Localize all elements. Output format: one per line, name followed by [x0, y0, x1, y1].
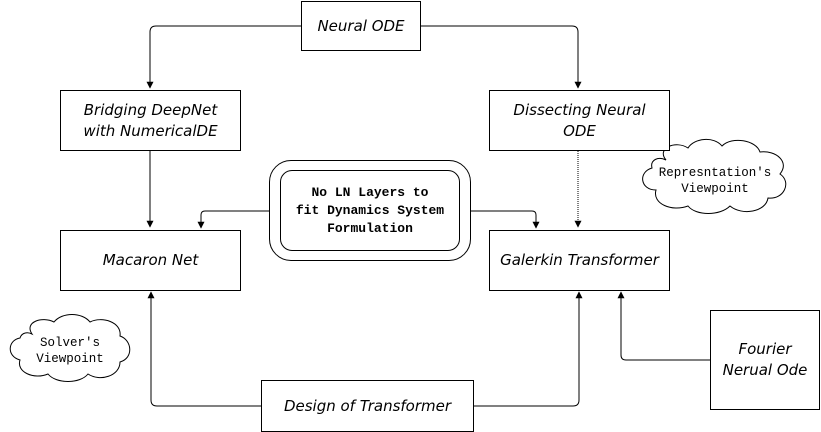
edge-no-ln-to-galerkin: [471, 210, 540, 229]
node-design-of-transformer: Design of Transformer: [261, 380, 474, 432]
edge-fourier-to-galerkin: [617, 291, 710, 361]
node-design-label: Design of Transformer: [283, 396, 452, 415]
node-neural-ode: Neural ODE: [301, 1, 421, 51]
node-bridging-label-line2: with NumericalDE: [83, 121, 218, 140]
node-galerkin-transformer: Galerkin Transformer: [489, 230, 670, 291]
edge-design-to-galerkin: [474, 291, 583, 407]
edge-neural-ode-to-dissecting: [421, 25, 582, 89]
node-no-ln-label-line1: No LN Layers to: [311, 184, 429, 200]
node-dissecting-label-line1: Dissecting Neural: [513, 100, 646, 119]
node-dissecting-neural-ode: Dissecting Neural ODE: [489, 90, 670, 151]
node-macaron-net: Macaron Net: [60, 230, 241, 291]
node-dissecting-label-line2: ODE: [563, 121, 596, 140]
edge-design-to-macaron: [147, 291, 261, 407]
cloud-solver-line1: Solver's: [39, 336, 100, 350]
node-galerkin-label: Galerkin Transformer: [500, 251, 659, 269]
cloud-representation-line1: Represntation's: [658, 166, 772, 180]
node-macaron-label: Macaron Net: [102, 251, 199, 269]
node-bridging-deepnet: Bridging DeepNet with NumericalDE: [60, 90, 241, 151]
cloud-solver-viewpoint: Solver's Viewpoint: [10, 335, 130, 367]
cloud-solver-line2: Viewpoint: [36, 352, 104, 366]
node-fourier-label-line2: Nerual Ode: [722, 361, 808, 379]
edge-no-ln-to-macaron: [197, 210, 269, 229]
cloud-representation-line2: Viewpoint: [681, 182, 749, 196]
edge-neural-ode-to-bridging: [146, 25, 301, 89]
cloud-representation-shape: [642, 139, 787, 214]
cloud-representation-viewpoint: Represntation's Viewpoint: [640, 165, 790, 197]
node-no-ln-label-line2: fit Dynamics System: [295, 202, 445, 218]
node-neural-ode-label: Neural ODE: [317, 16, 405, 35]
node-fourier-label-line1: Fourier: [738, 340, 792, 358]
node-bridging-label-line1: Bridging DeepNet: [83, 100, 218, 119]
node-fourier-nerual-ode: Fourier Nerual Ode: [710, 310, 820, 410]
node-no-ln-layers: No LN Layers to fit Dynamics System Form…: [280, 170, 460, 251]
node-no-ln-label-line3: Formulation: [327, 220, 413, 236]
cloud-solver-shape: [9, 314, 131, 382]
